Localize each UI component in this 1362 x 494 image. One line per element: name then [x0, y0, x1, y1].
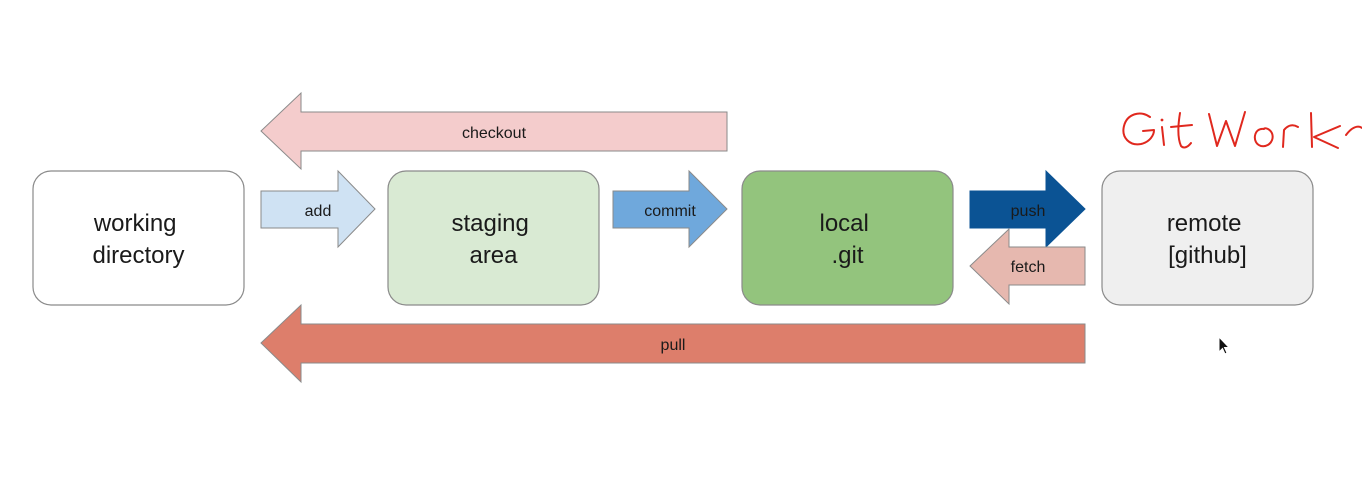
local-git-box	[741, 170, 954, 306]
working-directory-label: working directory	[92, 210, 184, 269]
commit-arrow: commit	[612, 169, 728, 249]
add-arrow: add	[260, 169, 376, 249]
push-arrow-shape	[969, 169, 1086, 249]
add-label: add	[305, 203, 332, 220]
staging-area-label: staging area	[451, 210, 535, 269]
remote-line2: [github]	[1168, 242, 1247, 269]
local-git-line2: .git	[831, 242, 863, 269]
add-arrow-shape	[260, 169, 376, 249]
checkout-arrow: checkout	[260, 91, 728, 171]
checkout-label: checkout	[462, 125, 527, 142]
working-directory-node: working directory	[32, 170, 245, 306]
pull-label: pull	[661, 337, 686, 354]
staging-area-node: staging area	[387, 170, 600, 306]
push-arrow: push	[969, 169, 1086, 249]
commit-arrow-shape	[612, 169, 728, 249]
fetch-arrow-shape	[969, 227, 1086, 306]
pull-arrow: pull	[260, 303, 1086, 384]
remote-line1: remote	[1167, 210, 1242, 237]
remote-node: remote [github]	[1101, 170, 1314, 306]
working-directory-line1: working	[93, 210, 177, 237]
staging-area-line1: staging	[451, 210, 528, 237]
local-git-line1: local	[819, 210, 868, 237]
commit-label: commit	[644, 203, 696, 220]
remote-label: remote [github]	[1167, 210, 1248, 269]
local-git-label: local .git	[819, 210, 875, 269]
pull-arrow-shape	[260, 303, 1086, 384]
handwritten-annotation	[1122, 111, 1362, 149]
staging-area-box	[387, 170, 600, 306]
checkout-arrow-shape	[260, 91, 728, 171]
push-label: push	[1011, 203, 1046, 220]
working-directory-line2: directory	[92, 242, 184, 269]
fetch-arrow: fetch	[969, 227, 1086, 306]
fetch-label: fetch	[1011, 259, 1046, 276]
staging-area-line2: area	[469, 242, 518, 269]
remote-box	[1101, 170, 1314, 306]
mouse-cursor-icon	[1218, 335, 1231, 355]
local-git-node: local .git	[741, 170, 954, 306]
working-directory-box	[32, 170, 245, 306]
